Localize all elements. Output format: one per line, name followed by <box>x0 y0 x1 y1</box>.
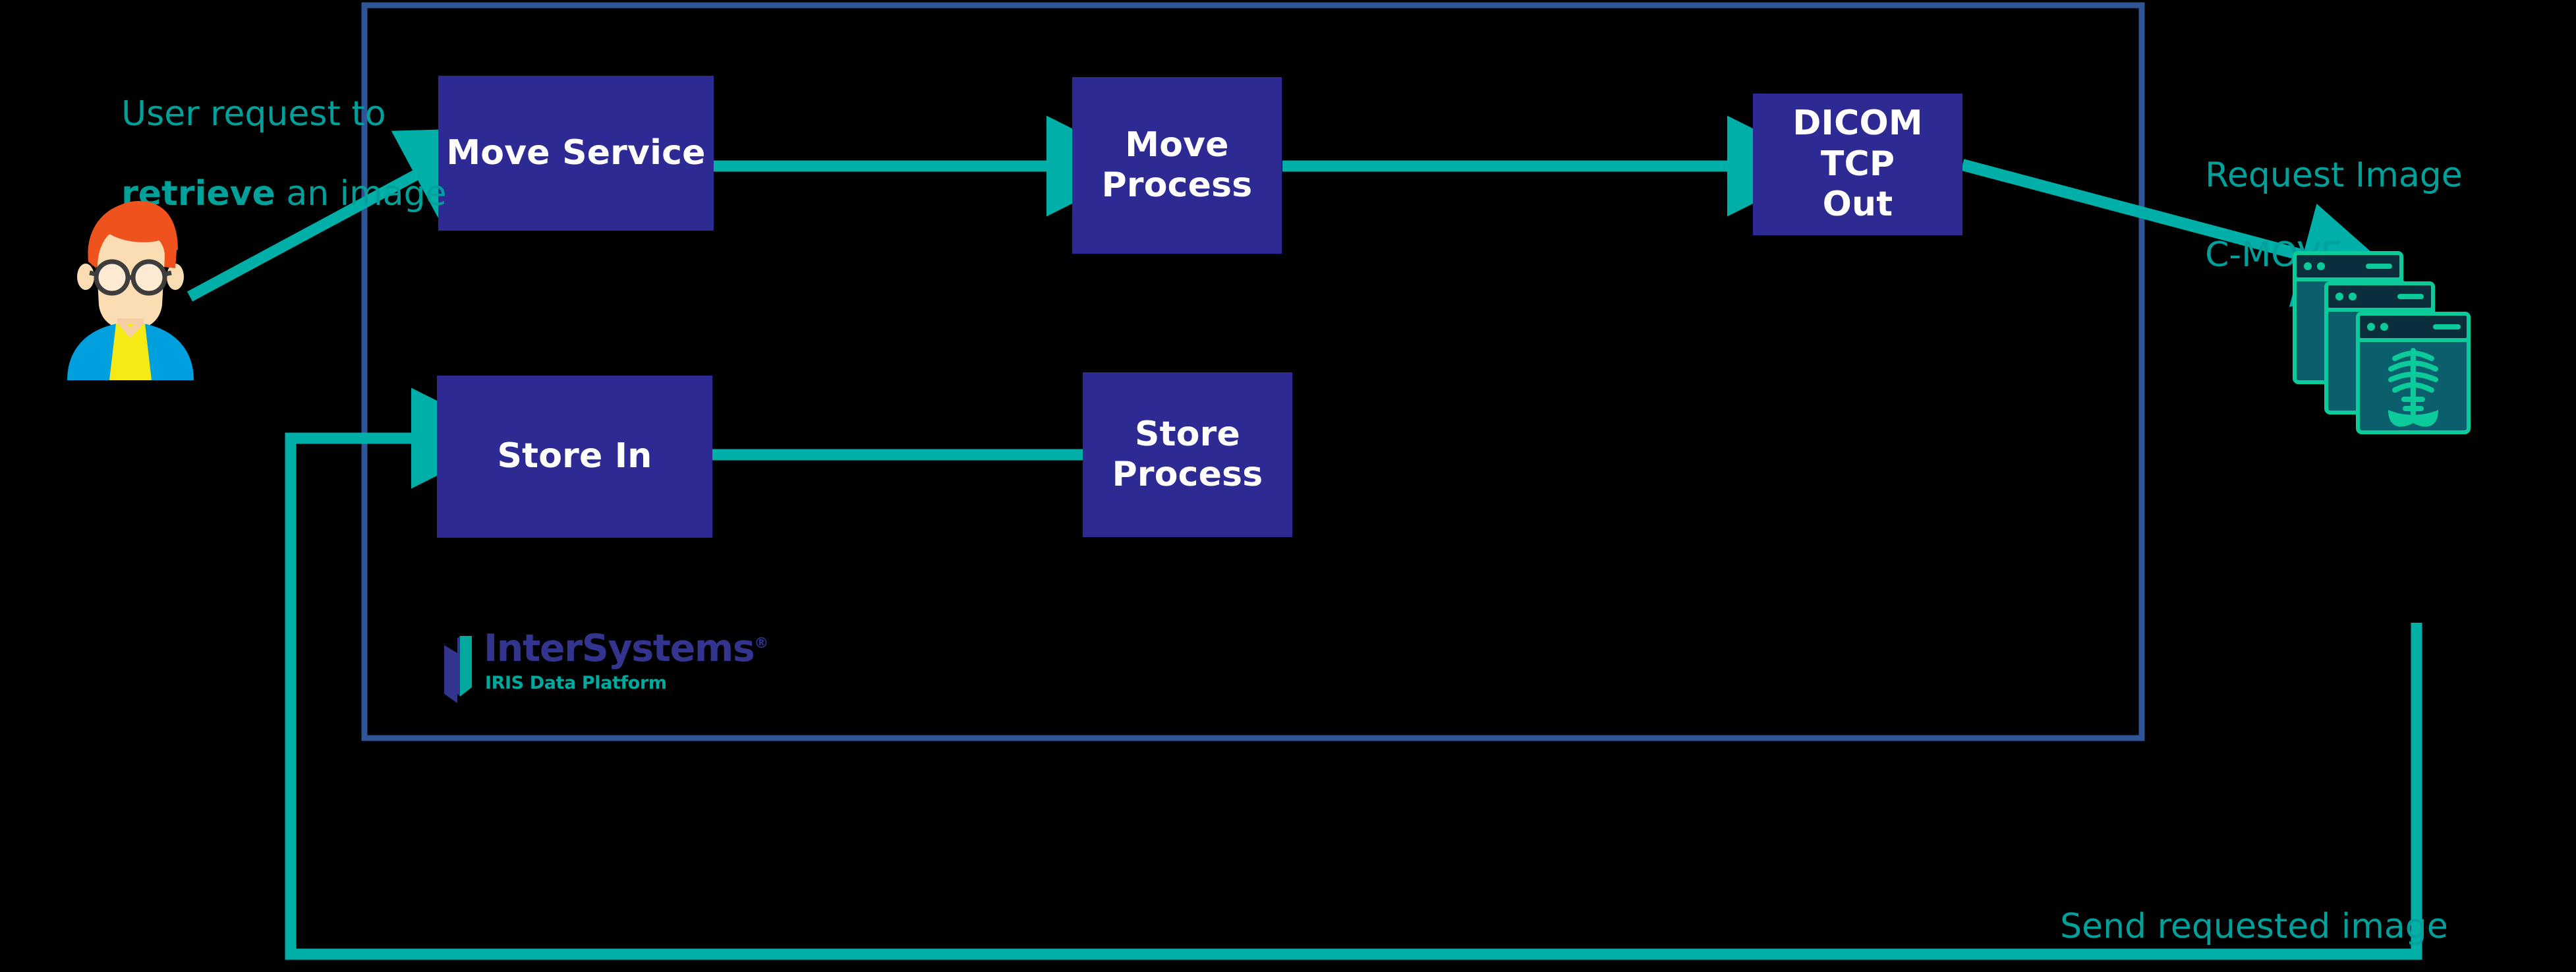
production-container-border <box>361 2 2145 741</box>
annotation-send-image-line1: Send requested image <box>2060 906 2448 946</box>
box-label-store-process: Store Process <box>1112 415 1263 496</box>
process-box-store-process[interactable]: Store Process <box>1083 372 1292 537</box>
dicom-image-stack-icon <box>2293 251 2471 434</box>
logo-tagline: IRIS Data Platform <box>485 673 667 693</box>
logo-wordmark: InterSystems® <box>484 627 768 670</box>
box-label-dicom-tcp-out-line2: Out <box>1822 185 1893 225</box>
process-box-dicom-tcp-out[interactable]: DICOM TCP Out <box>1753 94 1962 235</box>
logo-wordmark-text: InterSystems <box>484 627 755 670</box>
annotation-user-request-line1: User request to <box>121 94 386 134</box>
box-label-store-in: Store In <box>497 436 652 476</box>
intersystems-iris-logo: InterSystems® IRIS Data Platform <box>443 627 772 712</box>
box-label-move-process-line2: Process <box>1101 165 1253 205</box>
box-label-dicom-tcp-out-line1: DICOM TCP <box>1792 103 1923 184</box>
annotation-request-image-line1: Request Image <box>2205 155 2463 195</box>
box-label-store-process-line1: Store <box>1135 414 1240 454</box>
box-label-move-service: Move Service <box>446 132 706 173</box>
process-box-move-service[interactable]: Move Service <box>438 76 714 231</box>
annotation-send-image: Send requested image C-STORE <box>2017 867 2448 972</box>
logo-registered-mark: ® <box>754 635 769 652</box>
process-box-store-in[interactable]: Store In <box>437 376 712 538</box>
process-box-move-process[interactable]: Move Process <box>1072 77 1282 254</box>
connector-server-stack-to-store-in <box>285 387 2422 960</box>
connector-dicom-tcp-out-to-server-stack <box>1961 159 2407 307</box>
image-panel-front <box>2356 312 2471 434</box>
connector-user-to-move-service <box>186 127 504 302</box>
box-label-store-process-line2: Process <box>1112 455 1263 494</box>
box-label-move-process-line1: Move <box>1125 125 1229 165</box>
annotation-user-request-rest: an image <box>275 174 447 214</box>
box-label-move-process: Move Process <box>1102 125 1253 206</box>
user-avatar-icon <box>67 201 194 380</box>
box-label-dicom-tcp-out: DICOM TCP Out <box>1760 103 1956 225</box>
xray-ribcage-glyph <box>2388 348 2438 416</box>
intersystems-portal-icon <box>444 636 472 703</box>
